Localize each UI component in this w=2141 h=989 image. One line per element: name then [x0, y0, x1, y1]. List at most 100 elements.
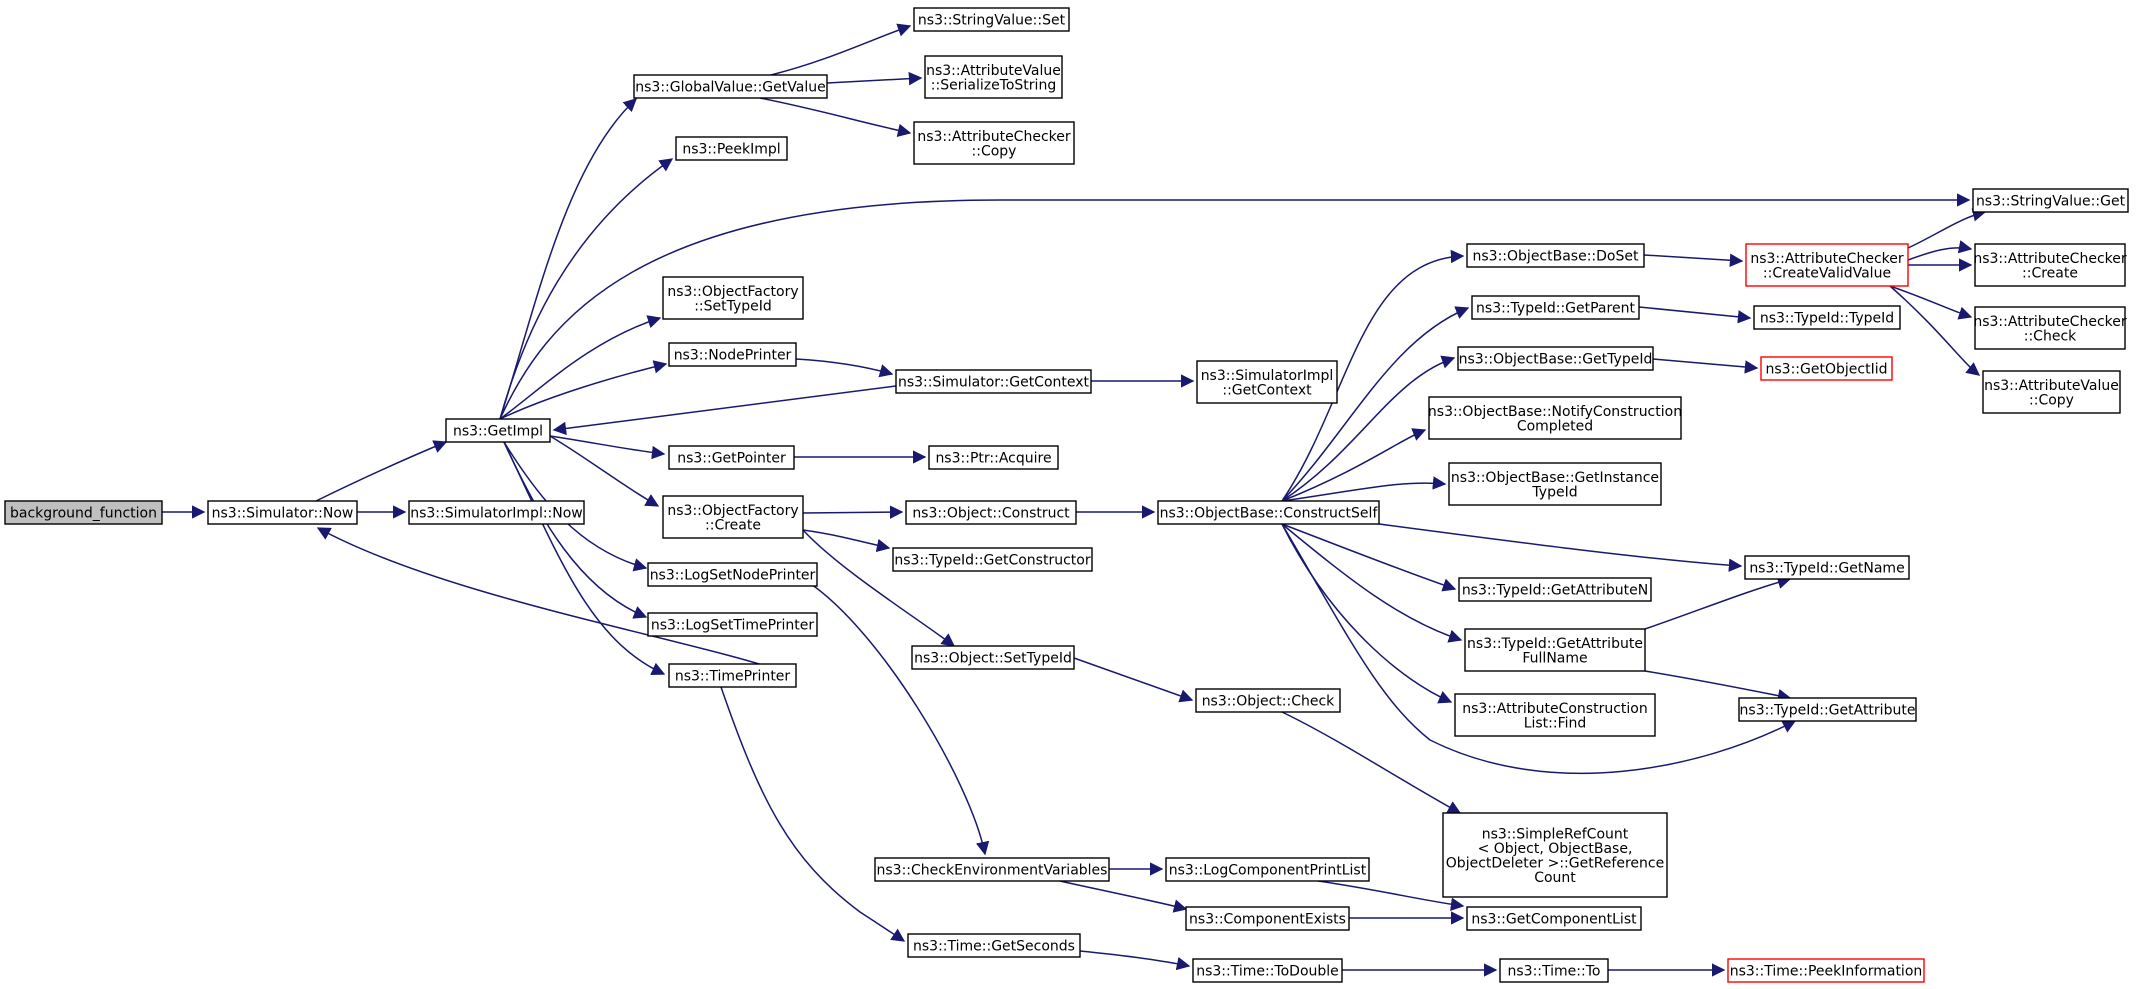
node-implnow[interactable]: ns3::SimulatorImpl::Now	[408, 500, 585, 525]
node-obgettid[interactable]: ns3::ObjectBase::GetTypeId	[1457, 346, 1654, 371]
node-tidtid[interactable]: ns3::TypeId::TypeId	[1753, 305, 1901, 330]
node-box[interactable]	[647, 612, 818, 637]
node-tidparent[interactable]: ns3::TypeId::GetParent	[1471, 295, 1640, 320]
node-box[interactable]	[1744, 555, 1910, 580]
node-box[interactable]	[1192, 958, 1343, 983]
node-lsnp[interactable]: ns3::LogSetNodePrinter	[647, 562, 818, 587]
node-lcpl[interactable]: ns3::LogComponentPrintList	[1165, 857, 1370, 882]
node-box[interactable]	[1738, 697, 1917, 722]
node-box[interactable]	[928, 445, 1059, 470]
node-objcheck[interactable]: ns3::Object::Check	[1195, 688, 1341, 713]
node-ofset[interactable]: ns3::ObjectFactory::SetTypeId	[662, 276, 804, 320]
node-box[interactable]	[1457, 346, 1654, 371]
node-tidattr[interactable]: ns3::TypeId::GetAttribute	[1738, 697, 1917, 722]
node-box[interactable]	[633, 74, 828, 99]
node-simctx[interactable]: ns3::Simulator::GetContext	[895, 369, 1092, 394]
node-box[interactable]	[913, 121, 1075, 165]
node-box[interactable]	[1428, 396, 1682, 440]
node-gvget[interactable]: ns3::GlobalValue::GetValue	[633, 74, 828, 99]
node-obnotify[interactable]: ns3::ObjectBase::NotifyConstructionCompl…	[1428, 396, 1682, 440]
node-avcopy[interactable]: ns3::AttributeValue::Copy	[1982, 370, 2121, 414]
node-box[interactable]	[1448, 462, 1662, 506]
node-compexists[interactable]: ns3::ComponentExists	[1185, 906, 1350, 931]
node-box[interactable]	[668, 342, 797, 367]
node-box[interactable]	[1157, 500, 1380, 525]
node-box[interactable]	[1760, 356, 1893, 381]
node-tidattrn[interactable]: ns3::TypeId::GetAttributeN	[1458, 577, 1652, 602]
node-getobjiid[interactable]: ns3::GetObjectIid	[1760, 356, 1893, 381]
node-obdoset[interactable]: ns3::ObjectBase::DoSet	[1466, 243, 1645, 268]
node-accopy[interactable]: ns3::AttributeChecker::Copy	[913, 121, 1075, 165]
node-box[interactable]	[1185, 906, 1350, 931]
node-accvv[interactable]: ns3::AttributeChecker::CreateValidValue	[1745, 243, 1909, 287]
node-timeto[interactable]: ns3::Time::To	[1499, 958, 1609, 983]
node-box[interactable]	[1466, 243, 1645, 268]
node-svset[interactable]: ns3::StringValue::Set	[913, 7, 1070, 32]
node-box[interactable]	[1972, 188, 2129, 213]
node-timetodouble[interactable]: ns3::Time::ToDouble	[1192, 958, 1343, 983]
node-getcomplist[interactable]: ns3::GetComponentList	[1466, 906, 1642, 931]
node-box[interactable]	[668, 445, 795, 470]
node-checkenv[interactable]: ns3::CheckEnvironmentVariables	[874, 857, 1110, 882]
node-box[interactable]	[1499, 958, 1609, 983]
node-box[interactable]	[1745, 243, 1909, 287]
node-ofcreate[interactable]: ns3::ObjectFactory::Create	[662, 495, 804, 539]
node-accreate[interactable]: ns3::AttributeChecker::Create	[1973, 243, 2127, 287]
node-now[interactable]: ns3::Simulator::Now	[207, 500, 358, 525]
node-nodeprinter[interactable]: ns3::NodePrinter	[668, 342, 797, 367]
node-svget[interactable]: ns3::StringValue::Get	[1972, 188, 2129, 213]
node-tprinter[interactable]: ns3::TimePrinter	[668, 663, 797, 688]
node-box[interactable]	[892, 547, 1093, 572]
node-tidname[interactable]: ns3::TypeId::GetName	[1744, 555, 1910, 580]
node-lstp[interactable]: ns3::LogSetTimePrinter	[647, 612, 818, 637]
node-box[interactable]	[1458, 577, 1652, 602]
node-box[interactable]	[1195, 688, 1341, 713]
node-obcs[interactable]: ns3::ObjectBase::ConstructSelf	[1157, 500, 1380, 525]
node-getptr[interactable]: ns3::GetPointer	[668, 445, 795, 470]
node-box[interactable]	[408, 500, 585, 525]
node-box[interactable]	[4, 500, 163, 525]
node-box[interactable]	[668, 663, 797, 688]
node-srcount[interactable]: ns3::SimpleRefCount< Object, ObjectBase,…	[1442, 812, 1668, 898]
node-box[interactable]	[1753, 305, 1901, 330]
node-box[interactable]	[1196, 360, 1338, 404]
node-box[interactable]	[911, 645, 1075, 670]
node-box[interactable]	[913, 7, 1070, 32]
node-box[interactable]	[924, 55, 1063, 99]
node-accheck[interactable]: ns3::AttributeChecker::Check	[1973, 306, 2127, 350]
node-box[interactable]	[1442, 812, 1668, 898]
node-box[interactable]	[874, 857, 1110, 882]
node-box[interactable]	[905, 500, 1077, 525]
node-box[interactable]	[1464, 628, 1646, 672]
node-box[interactable]	[895, 369, 1092, 394]
node-implctx[interactable]: ns3::SimulatorImpl::GetContext	[1196, 360, 1338, 404]
node-box[interactable]	[1974, 243, 2126, 287]
node-bg[interactable]: background_function	[4, 500, 163, 525]
node-box[interactable]	[1727, 958, 1925, 983]
node-box[interactable]	[1982, 370, 2121, 414]
node-box[interactable]	[907, 933, 1081, 958]
node-box[interactable]	[1471, 295, 1640, 320]
node-box[interactable]	[662, 495, 804, 539]
node-peek[interactable]: ns3::PeekImpl	[675, 136, 788, 161]
node-tidctor[interactable]: ns3::TypeId::GetConstructor	[892, 547, 1093, 572]
node-box[interactable]	[1466, 906, 1642, 931]
node-box[interactable]	[675, 136, 788, 161]
node-objconstr[interactable]: ns3::Object::Construct	[905, 500, 1077, 525]
node-box[interactable]	[1974, 306, 2126, 350]
node-timegetsec[interactable]: ns3::Time::GetSeconds	[907, 933, 1081, 958]
node-box[interactable]	[1454, 693, 1656, 737]
node-box[interactable]	[445, 418, 551, 443]
node-avser[interactable]: ns3::AttributeValue::SerializeToString	[924, 55, 1063, 99]
node-timepeek[interactable]: ns3::Time::PeekInformation	[1727, 958, 1925, 983]
node-box[interactable]	[207, 500, 358, 525]
node-box[interactable]	[647, 562, 818, 587]
node-ptracq[interactable]: ns3::Ptr::Acquire	[928, 445, 1059, 470]
node-box[interactable]	[662, 276, 804, 320]
node-getimpl[interactable]: ns3::GetImpl	[445, 418, 551, 443]
node-box[interactable]	[1165, 857, 1370, 882]
node-objsettid[interactable]: ns3::Object::SetTypeId	[911, 645, 1075, 670]
